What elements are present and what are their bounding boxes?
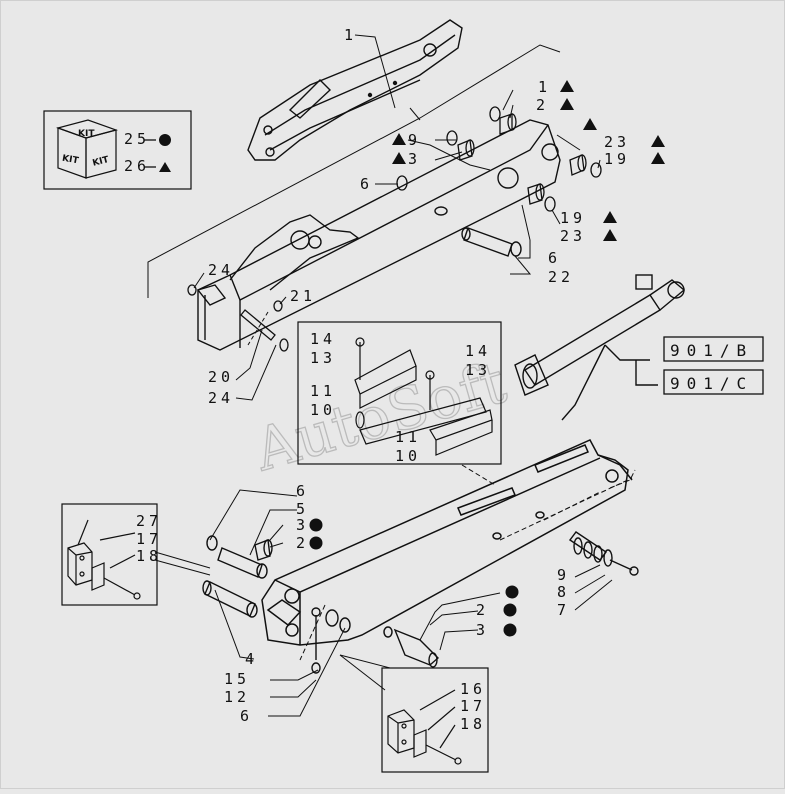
callout-label: 14 [465,342,491,360]
circle-marker-icon [505,585,519,599]
callout-label: 18 [136,547,162,565]
triangle-marker-icon [651,152,665,164]
part-callouts: 1 1 2 23 19 9 3 6 19 23 6 22 24 21 20 24… [136,26,630,733]
reference-label: 901/B [670,341,753,360]
lower-boom [261,439,633,646]
triangle-marker-icon [603,211,617,223]
pins-bottom [202,531,639,674]
triangle-marker-icon [392,152,406,164]
triangle-marker-icon [159,162,171,172]
callout-label: 18 [460,715,486,733]
callout-label: 27 [136,512,162,530]
triangle-marker-icon [392,133,406,145]
triangle-marker-icon [583,118,597,130]
kit-cube-icon [55,119,119,179]
callout-label: 5 [296,500,309,518]
callout-label: 13 [465,361,491,379]
callout-label: 2 [296,534,309,552]
callout-label: 24 [208,389,234,407]
clamp-inset-left [61,503,158,606]
callout-label: 19 [604,150,630,168]
callout-label: 1 [344,26,357,44]
circle-marker-icon [503,603,517,617]
callout-label: 6 [548,249,561,267]
leader-lines-bottom [154,489,613,717]
reference-label: 901/C [670,374,753,393]
pin-22 [461,227,522,257]
callout-label: 20 [208,368,234,386]
callout-label: 16 [460,680,486,698]
triangle-marker-icon [560,80,574,92]
callout-label: 6 [240,707,253,725]
hydraulic-cylinder [514,274,686,421]
callout-label: 17 [460,697,486,715]
callout-label: 6 [360,175,373,193]
kit-item-number: 26 [124,157,150,175]
callout-label: 3 [408,150,421,168]
callout-label: 19 [560,209,586,227]
callout-label: 6 [296,482,309,500]
kit-label-right: KIT [92,155,111,169]
circle-marker-icon [309,536,323,550]
dashed-axis-lines [299,464,636,661]
callout-label: 10 [395,447,421,465]
callout-label: 3 [476,621,489,639]
callout-label: 24 [208,261,234,279]
callout-label: 2 [476,601,489,619]
leader-lines-top [147,34,601,401]
circle-marker-icon [309,518,323,532]
reference-box-901c[interactable]: 901/C [663,369,764,395]
circle-marker-icon [503,623,517,637]
callout-label: 7 [557,601,570,619]
callout-label: 11 [310,382,336,400]
callout-label: 11 [395,428,421,446]
upper-arm [247,19,463,161]
callout-label: 21 [290,287,316,305]
callout-label: 3 [296,516,309,534]
callout-label: 2 [536,96,549,114]
callout-label: 8 [557,583,570,601]
callout-label: 9 [408,131,421,149]
triangle-marker-icon [651,135,665,147]
callout-label: 9 [557,566,570,584]
callout-label: 10 [310,401,336,419]
callout-label: 17 [136,530,162,548]
clamp-inset-right [381,667,489,773]
circle-marker-icon [159,134,171,146]
kit-legend: KIT KIT KIT 25 26 [43,110,192,190]
kit-item-number: 25 [124,130,150,148]
triangle-marker-icon [560,98,574,110]
callout-label: 22 [548,268,574,286]
kit-label-top: KIT [78,129,95,139]
callout-label: 15 [224,670,250,688]
callout-label: 1 [538,78,551,96]
bushings-top [187,106,602,352]
reference-box-901b[interactable]: 901/B [663,336,764,362]
callout-label: 23 [604,133,630,151]
callout-label: 14 [310,330,336,348]
triangle-marker-icon [603,229,617,241]
kit-label-left: KIT [61,154,80,167]
callout-label: 23 [560,227,586,245]
callout-label: 13 [310,349,336,367]
callout-label: 12 [224,688,250,706]
middle-arm [196,119,561,351]
callout-label: 4 [245,650,258,668]
callout-markers [309,80,665,637]
bracket-inset [297,321,502,465]
